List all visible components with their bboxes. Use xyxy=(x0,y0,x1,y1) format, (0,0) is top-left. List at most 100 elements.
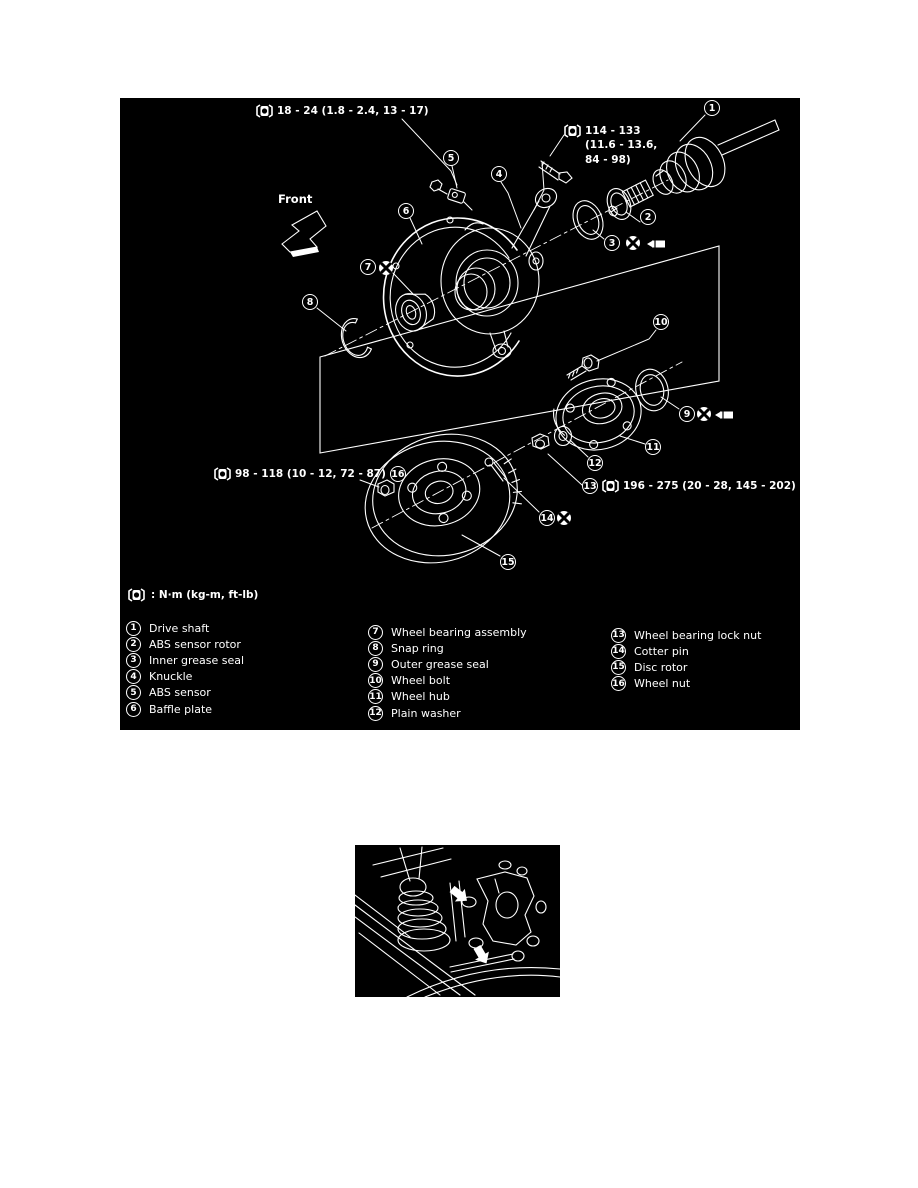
front-arrow-icon xyxy=(281,210,327,257)
pointer-arrow-icon xyxy=(449,885,467,902)
snap-ring-art xyxy=(340,318,372,359)
legend-label: Knuckle xyxy=(149,670,193,684)
legend-label: Wheel nut xyxy=(634,677,691,691)
legend-label: Disc rotor xyxy=(634,660,688,674)
wheel-bolt-art xyxy=(566,354,600,381)
callout-4: 4 xyxy=(491,166,507,182)
legend-item: 4 Knuckle xyxy=(126,669,244,685)
part-number-badge: 7 xyxy=(368,624,383,640)
legend-item: 13 Wheel bearing lock nut xyxy=(611,627,761,643)
callout-1: 1 xyxy=(704,100,720,116)
knuckle-art xyxy=(440,187,558,359)
part-number-badge: 15 xyxy=(611,659,626,675)
suspension-photo-figure xyxy=(355,845,560,997)
inner-grease-seal-art xyxy=(572,200,604,240)
legend-item: 6 Baffle plate xyxy=(126,701,244,717)
legend-label: Outer grease seal xyxy=(391,657,489,671)
part-number-badge: 16 xyxy=(611,676,626,692)
torque-wrench-icon xyxy=(214,467,231,481)
torque-value: 84 - 98) xyxy=(585,154,631,166)
part-number-badge: 2 xyxy=(126,636,141,652)
legend-label: ABS sensor xyxy=(149,686,211,700)
legend-item: 5 ABS sensor xyxy=(126,685,244,701)
replace-part-icon xyxy=(379,261,394,276)
torque-label-wheel-nut: 98 - 118 (10 - 12, 72 - 87) 16 xyxy=(214,466,406,482)
legend-label: Baffle plate xyxy=(149,702,213,716)
cotter-pin-art xyxy=(484,457,507,482)
strut-and-boot-art xyxy=(372,846,466,952)
wheel-bearing-art xyxy=(395,293,436,332)
drive-shaft-art xyxy=(608,119,780,217)
legend-label: ABS sensor rotor xyxy=(149,637,241,651)
callout-15: 15 xyxy=(500,554,516,570)
callout-2: 2 xyxy=(640,209,656,225)
legend-label: Wheel bearing lock nut xyxy=(634,628,762,642)
callout-6: 6 xyxy=(398,203,414,219)
part-number-badge: 12 xyxy=(368,705,383,721)
torque-wrench-icon xyxy=(564,124,581,138)
callout-14: 14 xyxy=(539,510,555,526)
unit-note-text: : N·m (kg-m, ft-lb) xyxy=(151,589,259,601)
callout-8: 8 xyxy=(302,294,318,310)
legend-label: Plain washer xyxy=(391,706,461,720)
part-number-badge: 4 xyxy=(126,669,141,685)
part-number-badge: 5 xyxy=(126,685,141,701)
caliper-art xyxy=(461,860,547,949)
reference-plane xyxy=(319,245,720,454)
legend-column-3: 13 Wheel bearing lock nut 14 Cotter pin 15… xyxy=(611,627,761,692)
torque-value: (11.6 - 13.6, xyxy=(585,139,658,151)
part-number-badge: 6 xyxy=(126,701,141,717)
torque-label-drive-shaft: 114 - 133 (11.6 - 13.6, 84 - 98) xyxy=(564,124,657,168)
exploded-diagram-figure: 18 - 24 (1.8 - 2.4, 13 - 17) 114 - 133 (… xyxy=(120,98,800,730)
torque-label-abs-sensor: 18 - 24 (1.8 - 2.4, 13 - 17) xyxy=(256,104,429,118)
legend-label: Cotter pin xyxy=(634,644,689,658)
disc-rotor-art xyxy=(364,433,522,564)
legend-label: Wheel bolt xyxy=(391,674,451,688)
outer-grease-seal-art xyxy=(635,368,669,412)
replace-part-icon xyxy=(697,407,712,422)
callout-11: 11 xyxy=(645,439,661,455)
legend-label: Wheel bearing assembly xyxy=(391,625,527,639)
callout-9: 9 xyxy=(679,406,695,422)
leader-lines xyxy=(316,114,706,557)
legend-item: 11 Wheel hub xyxy=(368,689,527,705)
part-number-badge: 1 xyxy=(126,620,141,636)
torque-value: 18 - 24 (1.8 - 2.4, 13 - 17) xyxy=(277,105,429,117)
torque-wrench-icon xyxy=(128,588,145,602)
torque-value: 98 - 118 (10 - 12, 72 - 87) xyxy=(235,468,386,480)
part-number-badge: 13 xyxy=(611,627,626,643)
legend-label: Wheel hub xyxy=(391,690,450,704)
lock-nut-art xyxy=(531,433,550,450)
exploded-diagram-art xyxy=(281,114,780,564)
legend-item: 12 Plain washer xyxy=(368,705,527,721)
replace-part-icon xyxy=(557,511,572,526)
part-number-badge: 3 xyxy=(126,652,141,668)
wheel-hub-art xyxy=(553,377,642,451)
callout-13: 13 xyxy=(582,478,598,494)
suspension-photo-art xyxy=(355,846,560,997)
abs-sensor-art xyxy=(429,179,473,211)
grease-tube-icon xyxy=(715,410,735,420)
torque-wrench-icon xyxy=(602,479,619,493)
part-number-badge: 11 xyxy=(368,689,383,705)
grease-tube-icon xyxy=(647,239,667,249)
torque-unit-note: : N·m (kg-m, ft-lb) xyxy=(128,588,258,602)
legend-item: 3 Inner grease seal xyxy=(126,652,244,668)
control-arm-art xyxy=(355,894,560,997)
torque-value: 196 - 275 (20 - 28, 145 - 202) xyxy=(623,480,796,492)
callout-12: 12 xyxy=(587,455,603,471)
assembly-axis-lines xyxy=(324,179,683,529)
replace-part-icon xyxy=(626,236,641,251)
part-number-badge: 14 xyxy=(611,643,626,659)
legend-label: Inner grease seal xyxy=(149,653,245,667)
torque-value: 114 - 133 xyxy=(585,125,641,137)
pointer-arrow-icon xyxy=(473,945,489,964)
abs-sensor-rotor-art xyxy=(606,188,632,220)
callout-5: 5 xyxy=(443,150,459,166)
legend-item: 15 Disc rotor xyxy=(611,659,761,675)
plain-washer-art xyxy=(553,425,573,447)
